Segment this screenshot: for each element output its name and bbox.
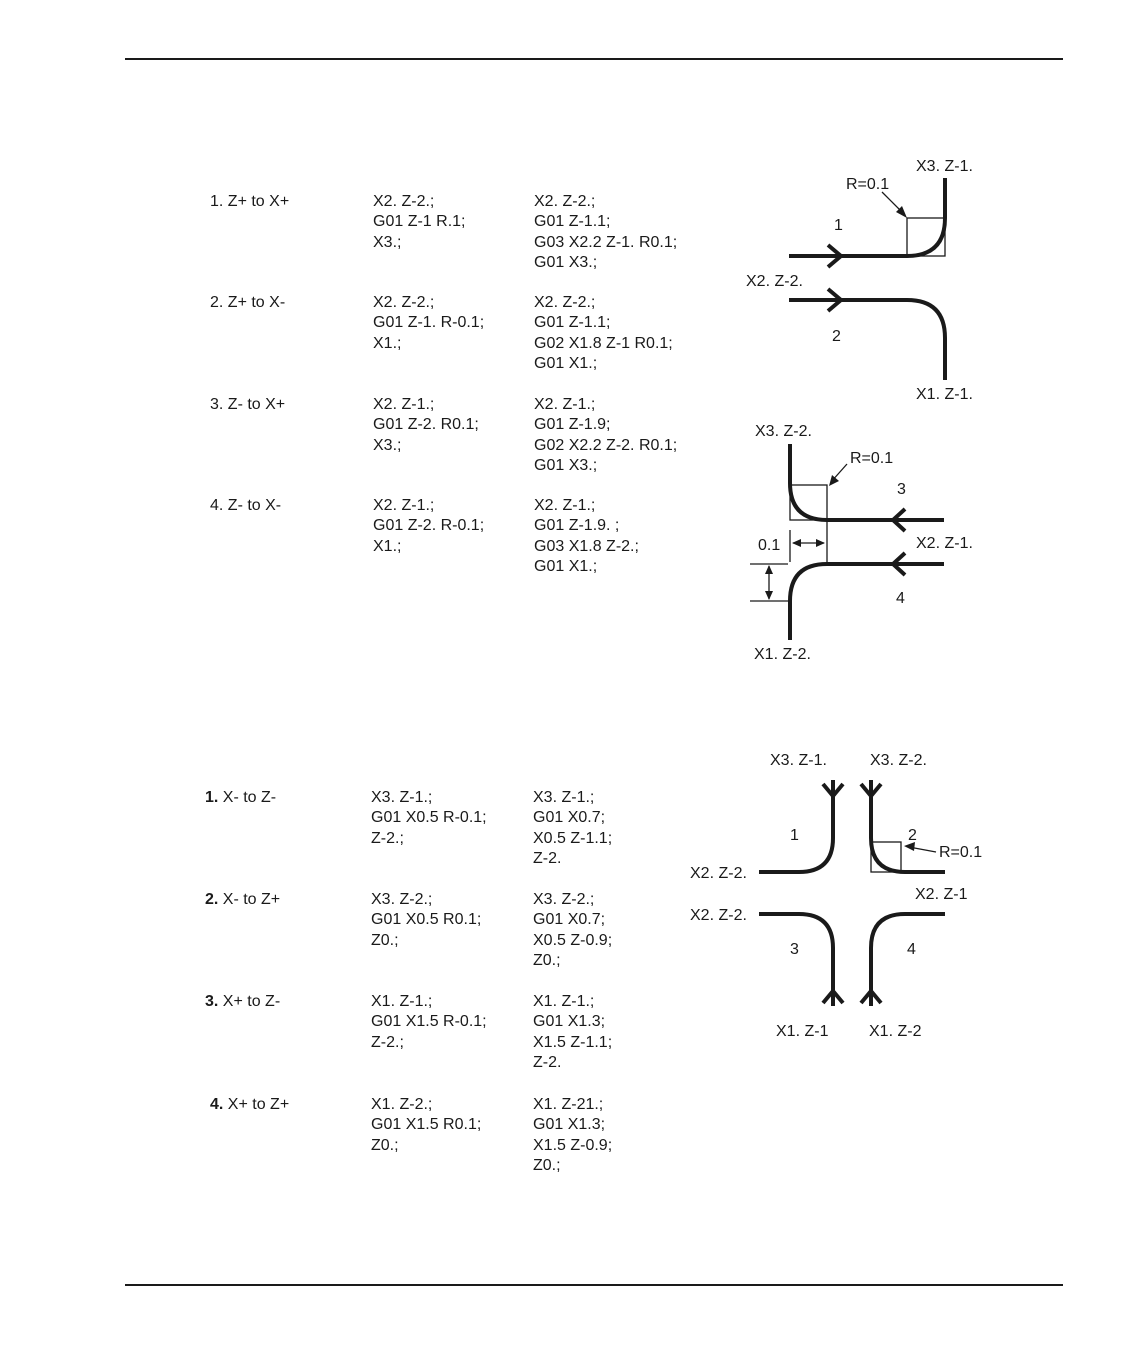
label-2: 2	[908, 827, 917, 844]
s1-row3-long-code: X2. Z-1.;G01 Z-1.9;G02 X2.2 Z-2. R0.1;G0…	[534, 396, 678, 475]
label-x2z2-bottom: X2. Z-2.	[690, 907, 747, 924]
label-x1z1: X1. Z-1.	[916, 386, 973, 403]
label-r: R=0.1	[939, 844, 982, 861]
s1-row2-short-code: X2. Z-2.;G01 Z-1. R-0.1;X1.;	[373, 294, 485, 352]
radius-arrowhead-3	[904, 842, 915, 851]
label-4: 4	[907, 941, 916, 958]
label-x3z1: X3. Z-1.	[770, 752, 827, 769]
arrow-4	[859, 987, 883, 1005]
label-r: R=0.1	[846, 176, 889, 193]
path-1	[759, 780, 835, 874]
label-2: 2	[832, 328, 841, 345]
s2-row3-short-code: X1. Z-1.;G01 X1.5 R-0.1;Z-2.;	[371, 993, 487, 1051]
radius-arrowhead-2	[829, 475, 839, 486]
s2-row4-short-code: X1. Z-2.;G01 X1.5 R0.1;Z0.;	[371, 1096, 482, 1154]
s1-row4-short-code: X2. Z-1.;G01 Z-2. R-0.1;X1.;	[373, 497, 485, 555]
s1-row4-long-code: X2. Z-1.;G01 Z-1.9. ;G03 X1.8 Z-2.;G01 X…	[534, 497, 639, 576]
s1-row1-label: 1. Z+ to X+	[210, 193, 290, 210]
s2-row2-short-code: X3. Z-2.;G01 X0.5 R0.1;Z0.;	[371, 891, 482, 949]
path-2	[789, 298, 947, 380]
top-rule	[125, 58, 1063, 60]
path-2	[869, 780, 945, 874]
label-1: 1	[790, 827, 799, 844]
label-x3z1: X3. Z-1.	[916, 158, 973, 175]
label-dim: 0.1	[758, 537, 780, 554]
arrow-2	[859, 782, 883, 800]
label-r: R=0.1	[850, 450, 893, 467]
radius-arrowhead-1	[896, 206, 907, 218]
label-x1z2: X1. Z-2	[869, 1023, 922, 1040]
label-x1z2: X1. Z-2.	[754, 646, 811, 663]
s2-row3-label: 3. X+ to Z-	[205, 993, 281, 1010]
path-4	[869, 912, 945, 1006]
label-3: 3	[790, 941, 799, 958]
s1-row2-label: 2. Z+ to X-	[210, 294, 286, 311]
s2-row1-long-code: X3. Z-1.;G01 X0.7;X0.5 Z-1.1;Z-2.	[533, 789, 613, 868]
s2-row1-short-code: X3. Z-1.;G01 X0.5 R-0.1;Z-2.;	[371, 789, 487, 847]
label-x2z1: X2. Z-1	[915, 886, 968, 903]
label-1: 1	[834, 217, 843, 234]
s2-row4-label: 4. X+ to Z+	[210, 1096, 290, 1113]
arrow-3	[890, 507, 907, 533]
label-x3z2: X3. Z-2.	[755, 423, 812, 440]
s1-row3-label: 3. Z- to X+	[210, 396, 286, 413]
corner-box-1	[906, 217, 946, 257]
s1-row3-short-code: X2. Z-1.;G01 Z-2. R0.1;X3.;	[373, 396, 479, 454]
label-x2z2: X2. Z-2.	[746, 273, 803, 290]
s1-row1-long-code: X2. Z-2.;G01 Z-1.1;G03 X2.2 Z-1. R0.1;G0…	[534, 193, 678, 272]
label-x1z1: X1. Z-1	[776, 1023, 829, 1040]
dim-arrowhead-top	[765, 565, 773, 574]
s1-row2-long-code: X2. Z-2.;G01 Z-1.1;G02 X1.8 Z-1 R0.1;G01…	[534, 294, 673, 373]
label-4: 4	[896, 590, 905, 607]
bottom-rule	[125, 1284, 1063, 1286]
s2-row4-long-code: X1. Z-21.;G01 X1.3;X1.5 Z-0.9;Z0.;	[533, 1096, 613, 1175]
label-x2z1: X2. Z-1.	[916, 535, 973, 552]
s2-row1-label: 1. X- to Z-	[205, 789, 277, 806]
dim-arrowhead-bottom	[765, 591, 773, 600]
dim-arrowhead-right	[816, 539, 825, 547]
s2-row2-label: 2. X- to Z+	[205, 891, 281, 908]
corner-box-3	[870, 841, 902, 873]
arrow-3	[821, 987, 845, 1005]
s2-row2-long-code: X3. Z-2.;G01 X0.7;X0.5 Z-0.9;Z0.;	[533, 891, 613, 970]
s1-row1-short-code: X2. Z-2.;G01 Z-1 R.1;X3.;	[373, 193, 466, 251]
label-x3z2: X3. Z-2.	[870, 752, 927, 769]
label-x2z2-top: X2. Z-2.	[690, 865, 747, 882]
arrow-1	[826, 243, 845, 269]
dim-arrowhead-left	[792, 539, 801, 547]
corner-box-2	[789, 484, 828, 521]
arrow-2	[826, 287, 845, 313]
path-3	[759, 912, 835, 1006]
s1-row4-label: 4. Z- to X-	[210, 497, 282, 514]
arrow-4	[890, 551, 907, 577]
s2-row3-long-code: X1. Z-1.;G01 X1.3;X1.5 Z-1.1;Z-2.	[533, 993, 613, 1072]
label-3: 3	[897, 481, 906, 498]
arrow-1	[821, 782, 845, 800]
path-4	[788, 562, 944, 640]
